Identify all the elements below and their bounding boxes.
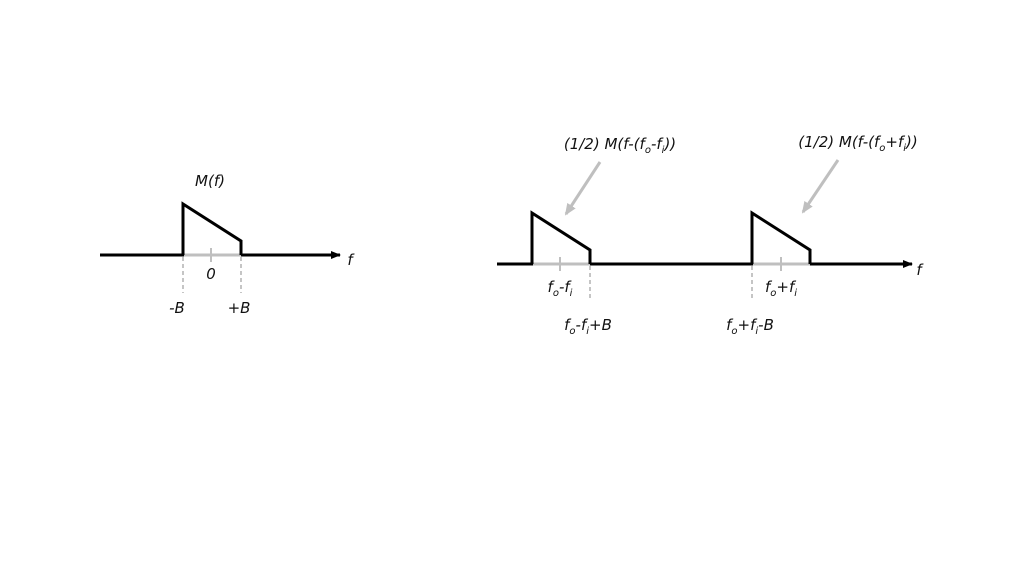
zero-label: 0 [206,265,216,283]
spectrum-shape-upper [750,210,812,264]
axis-label-f: f [347,251,355,269]
edge-label-upper: fo+fi-B [726,316,774,337]
spectrum-title: M(f) [195,172,225,190]
annotation-label-lower: (1/2) M(f-(fo-fi)) [564,135,676,156]
annotation-arrow-lower [564,161,602,216]
center-label-lower: fo-fi [548,278,573,299]
center-label-upper: fo+fi [765,278,797,299]
annotation-label-upper: (1/2) M(f-(fo+fi)) [798,133,917,154]
baseband-spectrum: M(f) f 0 -B +B [100,172,355,317]
axis-label-f: f [916,261,924,279]
neg-b-label: -B [169,299,185,317]
spectrum-shape [181,201,243,255]
edge-label-lower: fo-fi+B [564,316,612,337]
modulated-spectrum: f (1/2) M(f-(fo-fi)) (1/2) M(f-(fo+fi)) … [497,133,924,337]
spectrum-shape-lower [530,210,592,264]
pos-b-label: +B [228,299,251,317]
annotation-arrow-upper [801,159,840,214]
